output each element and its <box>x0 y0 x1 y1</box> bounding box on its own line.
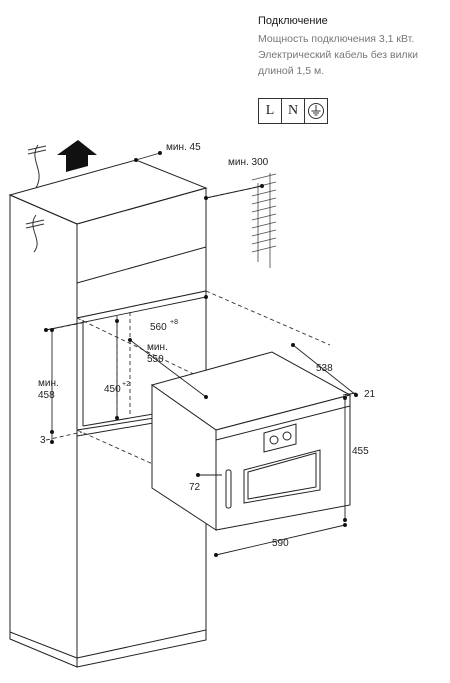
label-538: 538 <box>316 363 333 374</box>
label-455: 455 <box>352 446 369 457</box>
connection-info: Подключение Мощность подключения 3,1 кВт… <box>258 14 448 79</box>
label-560-tol: +8 <box>170 319 178 326</box>
connection-cable-line: Электрический кабель без вилки <box>258 49 419 61</box>
dimension-lines <box>44 151 358 557</box>
ground-icon <box>304 98 328 124</box>
label-min45: мин. 45 <box>166 142 201 153</box>
label-min458-b: 458 <box>38 390 55 401</box>
label-min550-b: 550 <box>147 354 164 365</box>
dimension-labels: мин. 45 мин. 300 560 +8 мин. 550 450 +2 … <box>38 142 376 549</box>
break-symbols <box>25 144 47 253</box>
label-min550-a: мин. <box>147 342 168 353</box>
label-590: 590 <box>272 538 289 549</box>
label-450: 450 <box>104 384 121 395</box>
label-450-tol: +2 <box>122 381 130 388</box>
label-min300: мин. 300 <box>228 157 269 168</box>
terminal-symbols: L N <box>258 98 328 124</box>
label-72: 72 <box>189 482 201 493</box>
connection-length-line: длиной 1,5 м. <box>258 65 325 77</box>
label-560: 560 <box>150 322 167 333</box>
vent-arrow-icon <box>57 140 97 172</box>
connection-title: Подключение <box>258 15 328 27</box>
label-3: 3 <box>40 435 46 446</box>
label-min458-a: мин. <box>38 378 59 389</box>
label-21: 21 <box>364 389 376 400</box>
oven <box>150 351 352 531</box>
connection-power-line: Мощность подключения 3,1 кВт. <box>258 33 415 45</box>
